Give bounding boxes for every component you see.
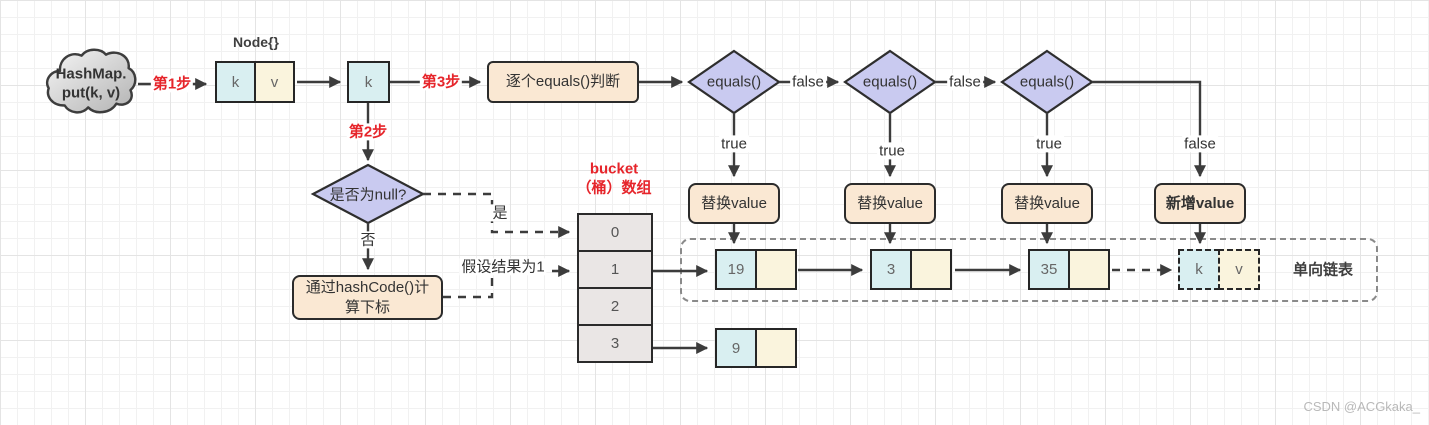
- assume-result-label: 假设结果为1: [459, 258, 547, 276]
- equals1-label: equals(): [706, 73, 762, 91]
- replace-value-box-1: 替换value: [688, 183, 780, 224]
- true2-label: true: [877, 142, 907, 160]
- node3-key-cell: 3: [870, 249, 912, 290]
- list-node-3: 3: [870, 249, 952, 290]
- key-box: k: [347, 61, 390, 103]
- true3-label: true: [1034, 135, 1064, 153]
- node9-value-cell: [755, 328, 797, 368]
- hashcode-box: 通过hashCode()计算下标: [292, 275, 443, 320]
- arrow-equals3-false-branch: [1092, 80, 1206, 178]
- node19-key-cell: 19: [715, 249, 757, 290]
- key-cell: k: [347, 61, 390, 103]
- new-dashed-node: k v: [1178, 249, 1260, 290]
- true1-label: true: [719, 135, 749, 153]
- bucket-cell-1: 1: [577, 250, 653, 289]
- dashed-node-k-cell: k: [1178, 249, 1220, 290]
- watermark: CSDN @ACGkaka_: [1303, 399, 1420, 414]
- cloud-line2: put(k, v): [61, 84, 121, 101]
- node9-key-cell: 9: [715, 328, 757, 368]
- node-k-cell: k: [215, 61, 256, 103]
- dashed-node-v-cell: v: [1218, 249, 1260, 290]
- bucket-cell-3: 3: [577, 324, 653, 363]
- bucket-title-line2: （桶）数组: [576, 179, 652, 197]
- false1-label: false: [790, 73, 826, 91]
- list-node-35: 35: [1028, 249, 1110, 290]
- node35-value-cell: [1068, 249, 1110, 290]
- step1-label: 第1步: [150, 75, 194, 93]
- null-check-label: 是否为null?: [329, 186, 407, 204]
- replace-value-box-3: 替换value: [1001, 183, 1093, 224]
- hashmap-put-cloud-label: HashMap. put(k, v): [56, 65, 127, 103]
- no-label: 否: [358, 231, 378, 249]
- node35-key-cell: 35: [1028, 249, 1070, 290]
- cloud-shape: [45, 48, 137, 114]
- false2-label: false: [947, 73, 983, 91]
- bucket-cell-2: 2: [577, 287, 653, 326]
- equals3-label: equals(): [1019, 73, 1075, 91]
- list-node-9: 9: [715, 328, 797, 368]
- bucket-cell-0: 0: [577, 213, 653, 252]
- dashed-arrow-hashcode-to-bucket1: [443, 265, 571, 299]
- list-node-19: 19: [715, 249, 797, 290]
- false3-label: false: [1182, 135, 1218, 153]
- equals2-label: equals(): [862, 73, 918, 91]
- dashed-arrow-null-yes-to-bucket0: [423, 192, 571, 238]
- bucket-title-line1: bucket: [589, 160, 639, 178]
- step2-label: 第2步: [346, 123, 390, 141]
- replace-value-box-2: 替换value: [844, 183, 936, 224]
- yes-label: 是: [490, 204, 510, 222]
- node19-value-cell: [755, 249, 797, 290]
- node3-value-cell: [910, 249, 952, 290]
- add-value-box: 新增value: [1154, 183, 1246, 224]
- step3-label: 第3步: [419, 73, 463, 91]
- bucket-array: 0 1 2 3: [577, 213, 653, 363]
- node-v-cell: v: [254, 61, 295, 103]
- node-type-label: Node{}: [233, 33, 279, 50]
- linked-list-label: 单向链表: [1292, 261, 1354, 279]
- node-kv-box: k v: [215, 61, 295, 103]
- equals-scan-box: 逐个equals()判断: [487, 61, 639, 103]
- cloud-line1: HashMap.: [55, 65, 127, 83]
